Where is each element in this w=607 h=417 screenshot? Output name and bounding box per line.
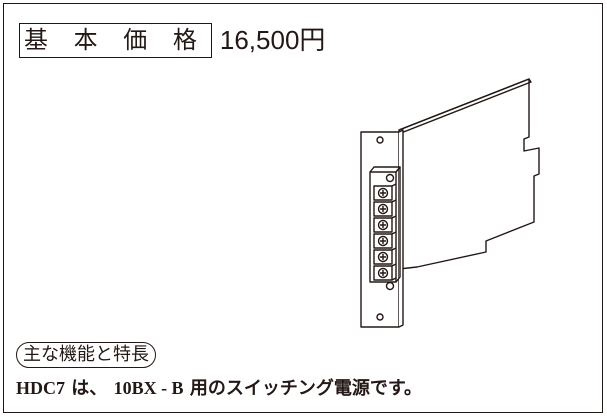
terminal-2: [373, 201, 393, 217]
price-row: 基 本 価 格 16,500円: [19, 21, 325, 59]
description-text-1: は、: [71, 378, 108, 399]
product-description: HDC7 は、 10BX - B 用のスイッチング電源です。: [16, 376, 422, 401]
description-text-2: 用のスイッチング電源です。: [189, 378, 423, 399]
terminal-3: [373, 217, 393, 233]
circuit-board: [398, 78, 540, 270]
base-price-value: 16,500円: [219, 25, 326, 55]
terminal-5: [373, 249, 393, 265]
page-frame: 基 本 価 格 16,500円: [3, 3, 603, 413]
base-price-label: 基 本 価 格: [19, 22, 212, 58]
panel-screw-top: [376, 136, 384, 144]
features-heading: 主な機能と特長: [16, 342, 156, 368]
product-illustration: [360, 78, 540, 328]
panel-screw-bottom: [376, 313, 384, 321]
terminal-4: [373, 233, 393, 249]
target-model: 10BX - B: [113, 378, 184, 398]
terminal-1: [373, 185, 393, 201]
terminal-block-screw-bottom: [385, 281, 395, 291]
model-name: HDC7: [16, 378, 65, 398]
terminal-block-screw-top: [385, 173, 395, 183]
terminal-6: [373, 265, 393, 281]
